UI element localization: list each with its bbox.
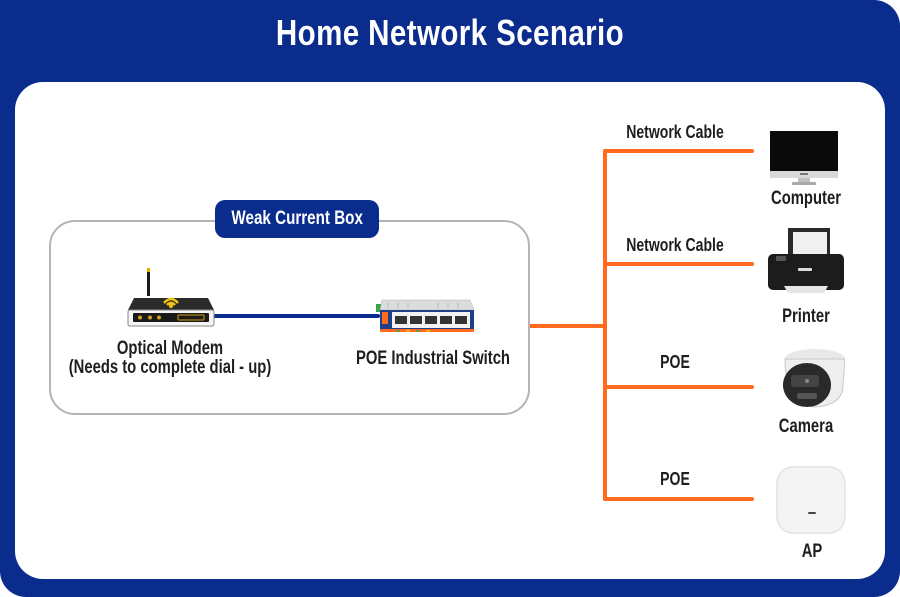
modem-label-note: (Needs to complete dial - up) — [68, 357, 272, 378]
modem-label: Optical Modem (Needs to complete dial - … — [69, 339, 272, 377]
device-label-printer: Printer — [782, 306, 830, 327]
poe-switch-icon — [376, 299, 475, 332]
router-icon — [127, 268, 215, 327]
connection-label-printer: Network Cable — [626, 235, 724, 255]
modem-label-title: Optical Modem — [116, 338, 224, 359]
switch-label: POE Industrial Switch — [355, 348, 510, 369]
weak-current-box-tag: Weak Current Box — [215, 200, 379, 238]
diagram-title: Home Network Scenario — [275, 12, 625, 53]
access-point-icon — [776, 466, 846, 534]
computer-icon — [770, 131, 838, 185]
connection-label-ap: POE — [660, 469, 690, 489]
device-label-ap: AP — [801, 541, 823, 562]
device-label-camera: Camera — [778, 416, 834, 437]
connection-label-computer: Network Cable — [626, 122, 724, 142]
weak-current-box-label: Weak Current Box — [231, 208, 363, 229]
connection-label-camera: POE — [660, 352, 690, 372]
camera-icon — [783, 349, 845, 408]
printer-icon — [768, 228, 844, 293]
device-label-computer: Computer — [770, 188, 841, 209]
